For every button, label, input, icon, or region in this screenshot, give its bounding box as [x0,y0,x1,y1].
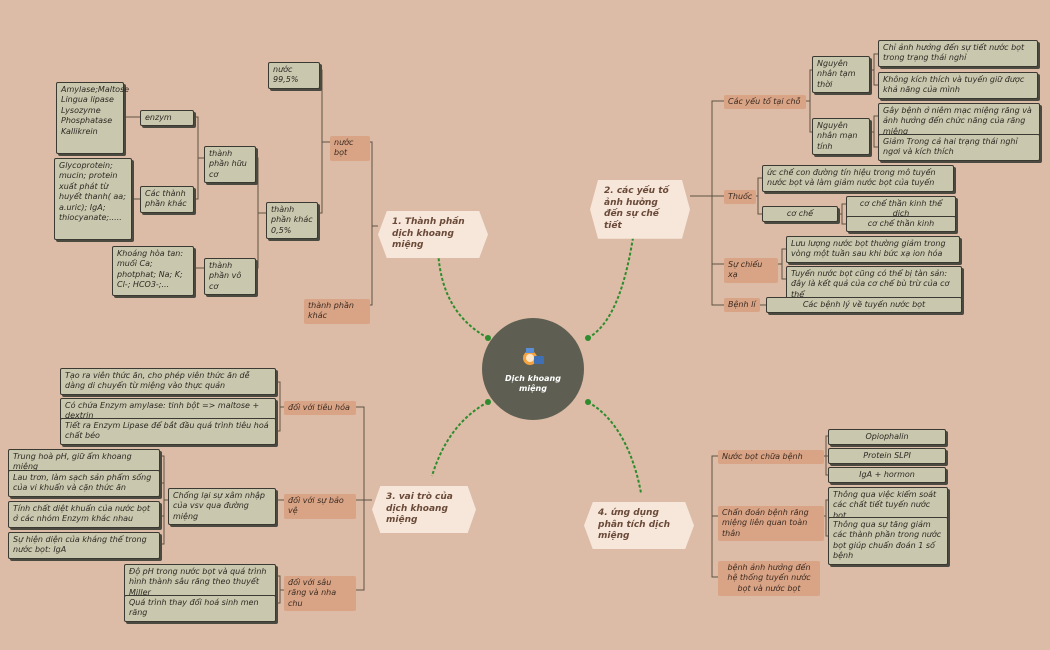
node-man-tinh-2[interactable]: Giảm Trong cả hai trạng thái nghỉ ngơi v… [878,134,1040,161]
node-enzym-list[interactable]: Amylase;Maltose Lingua lipase Lysozyme P… [56,82,129,154]
connector-topic2 [587,217,637,339]
node-tieu-hoa-1[interactable]: Tạo ra viên thức ăn, cho phép viên thức … [60,368,276,395]
node-chan-doan[interactable]: Chẩn đoán bệnh răng miệng liên quan toàn… [718,506,824,542]
node-tieu-hoa-3[interactable]: Tiết ra Enzym Lipase để bắt đầu quá trìn… [60,418,276,445]
topic-ung-dung[interactable]: 4. ứng dụng phân tích dịch miệng [584,502,694,550]
node-thanh-phan-khac[interactable]: thành phần khác [304,299,370,324]
node-sau-rang-1[interactable]: Độ pH trong nước bọt và quá trình hình t… [124,564,276,602]
node-anh-huong[interactable]: bệnh ảnh hưởng đến hệ thống tuyến nước b… [718,561,820,597]
node-sau-rang-2[interactable]: Quá trình thay đổi hoá sinh men răng [124,595,276,622]
node-yeu-to-tai-cho[interactable]: Các yếu tố tại chỗ [724,95,806,110]
node-chan-doan-2[interactable]: Thông qua sự tăng giảm các thành phần tr… [828,517,948,565]
node-chieu-xa[interactable]: Sự chiếu xạ [724,258,778,283]
node-thanh-phan-khac-05[interactable]: thành phần khác 0,5% [266,202,318,240]
topic-thanh-phan[interactable]: 1. Thành phần dịch khoang miệng [378,211,488,259]
node-thuoc-1[interactable]: ức chế con đường tín hiệu trong mô tuyến… [762,165,954,192]
node-enzym[interactable]: enzym [140,110,194,127]
node-tieu-hoa[interactable]: đối với tiêu hóa [284,401,356,416]
node-chieu-xa-2[interactable]: Tuyến nước bọt cũng có thể bị tàn sản: đ… [786,266,962,304]
center-title: Dịch khoang miệng [505,373,561,393]
connector-topic1 [437,249,489,339]
node-co-che-2[interactable]: cơ chế thần kinh [846,216,956,233]
node-nuoc-995[interactable]: nước 99,5% [268,62,320,89]
node-chong-lai[interactable]: Chống lại sự xâm nhập của vsv qua đường … [168,488,276,526]
node-vo-co[interactable]: thành phần vô cơ [204,258,256,296]
node-khoang[interactable]: Khoáng hòa tan: muối Ca; photphat; Na; K… [112,246,194,296]
node-cac-thanh-phan-khac[interactable]: Các thành phần khác [140,186,194,213]
node-man-tinh[interactable]: Nguyên nhân mạn tính [812,118,870,156]
center-topic[interactable]: Dịch khoang miệng [482,318,584,420]
topic-yeu-to[interactable]: 2. các yếu tố ảnh hưởng đến sự chế tiết [590,180,690,239]
connector-topic4 [587,401,642,494]
node-chua-benh-3[interactable]: IgA + hormon [828,467,946,484]
node-chieu-xa-1[interactable]: Lưu lượng nước bọt thường giảm trong vòn… [786,236,960,263]
node-huu-co[interactable]: thành phần hữu cơ [204,146,256,184]
node-benh-li[interactable]: Bệnh lí [724,298,760,313]
node-bao-ve[interactable]: đối với sự bảo vệ [284,494,356,519]
node-sau-rang[interactable]: đối với sâu răng và nha chu [284,576,356,612]
node-bao-ve-2[interactable]: Lau trơn, làm sạch sản phẩm sống của vi … [8,470,160,497]
node-glycoprotein[interactable]: Glycoprotein; mucin; protein xuất phát t… [54,158,132,240]
node-tam-thoi-1[interactable]: Chỉ ảnh hưởng đến sự tiết nước bọt trong… [878,40,1038,67]
node-nuoc-bot[interactable]: nước bọt [330,136,370,161]
node-thuoc[interactable]: Thuốc [724,190,756,205]
topic-vai-tro[interactable]: 3. vai trò của dịch khoang miệng [372,486,476,534]
node-benh-li-1[interactable]: Các bệnh lý về tuyến nước bọt [766,297,962,314]
node-chua-benh[interactable]: Nước bọt chữa bệnh [718,450,824,465]
connector-topic3 [431,401,489,477]
node-tam-thoi-2[interactable]: Không kích thích và tuyến giữ được khả n… [878,72,1038,99]
node-man-tinh-1[interactable]: Gây bệnh ở niêm mạc miệng răng và ảnh hư… [878,103,1040,141]
node-chua-benh-1[interactable]: Opiophalin [828,429,946,446]
node-bao-ve-4[interactable]: Sự hiện diện của kháng thể trong nước bọ… [8,532,160,559]
idea-person-icon [523,347,544,365]
node-co-che[interactable]: cơ chế [762,206,838,223]
node-tam-thoi[interactable]: Nguyên nhân tạm thời [812,56,870,94]
node-chua-benh-2[interactable]: Protein SLPI [828,448,946,465]
node-bao-ve-3[interactable]: Tính chất diệt khuẩn của nước bọt ở các … [8,501,160,528]
